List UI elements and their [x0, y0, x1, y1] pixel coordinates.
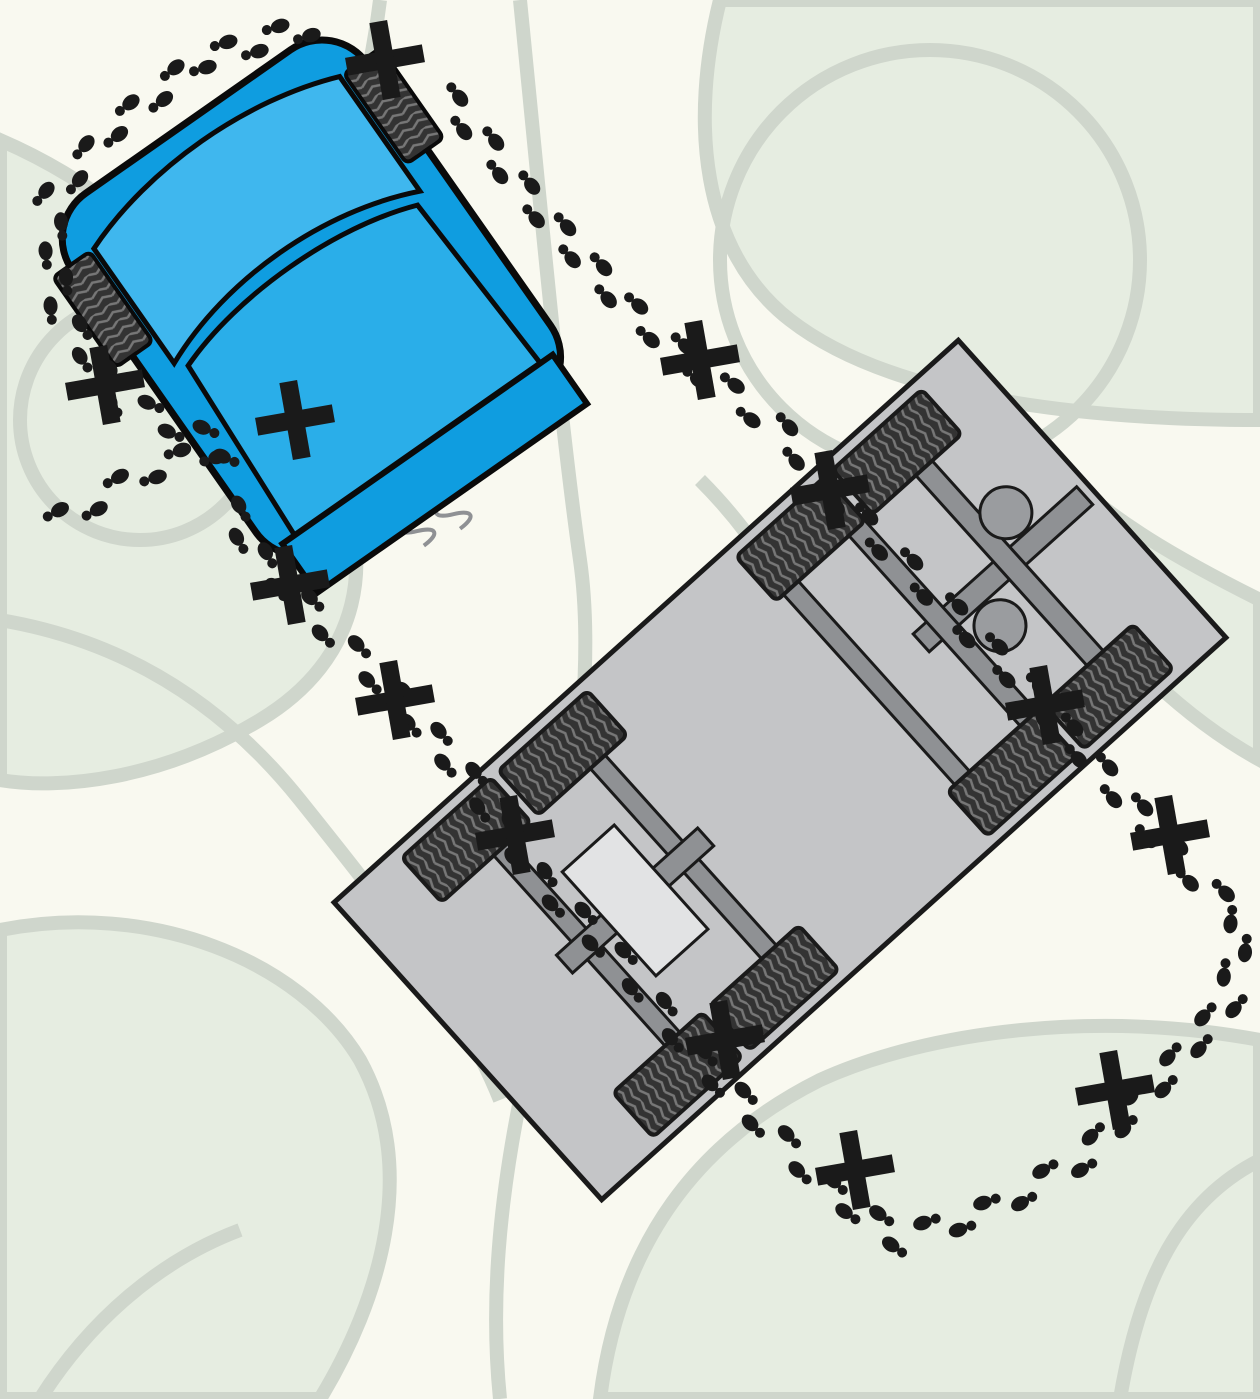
inspection-scene: [0, 0, 1260, 1399]
truck-inspection-diagram: [0, 0, 1260, 1399]
